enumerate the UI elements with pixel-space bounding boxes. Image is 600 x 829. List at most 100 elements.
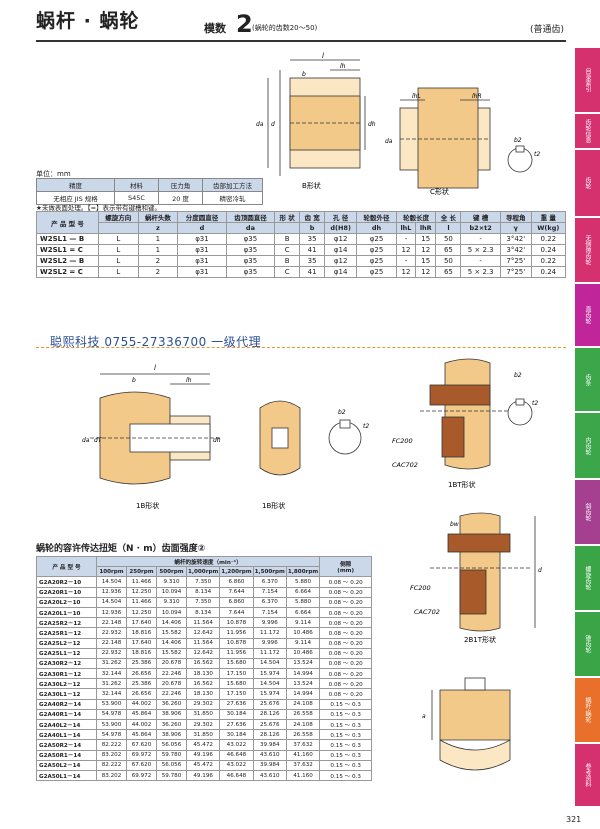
spec-value-cell: 20 度 [158,191,203,205]
svg-text:d: d [271,121,275,128]
torque-cell: 83.202 [96,749,127,761]
symbol-header: b2×t2 [460,222,501,234]
table-cell: 12 [415,266,437,278]
torque-cell: 0.08 ～ 0.20 [319,637,373,649]
fc200-label-2: FC200 [410,584,431,592]
torque-cell: 31.262 [96,678,127,690]
torque-cell: 7.350 [185,596,221,608]
wheel-end-view-drawing: a [422,677,511,771]
table-cell: L [98,233,139,245]
torque-cell: 26.558 [285,729,321,741]
1bt-shape-label: 1BT形状 [448,480,476,489]
svg-text:dT: dT [94,437,103,444]
table-cell: 12 [395,266,417,278]
b-c-shape-drawing: l lh b da d dh B形状 lhL lhR b2 t2 da C形状 [256,52,540,196]
table-cell: 7°25' [499,266,532,278]
table-cell: 35 [299,233,326,245]
side-tab[interactable]: 锥齿轮 [575,612,600,676]
torque-cell: 18.130 [185,668,221,680]
table-cell: φ35 [225,244,276,256]
torque-cell: 43.610 [252,749,287,761]
torque-cell: 0.15 ～ 0.3 [319,698,373,710]
side-tab[interactable]: 目录索引 [575,48,600,112]
torque-cell: 12.642 [185,627,221,639]
torque-cell: 7.154 [252,606,287,619]
side-tab[interactable]: 斜齿轮 [575,480,600,544]
torque-product-code: G2A30R1－12 [36,668,97,680]
torque-cell: 17.150 [219,688,254,700]
torque-cell: 0.08 ～ 0.20 [319,657,373,670]
spec-header-cell: 齿部加工方法 [202,178,263,192]
torque-cell: 69.972 [126,769,157,782]
table-cell: φ35 [225,233,276,245]
torque-cell: 31.850 [185,708,221,721]
svg-text:bw: bw [450,521,459,528]
torque-cell: 16.562 [185,678,221,690]
1b-shape-label: 1B形状 [136,501,159,510]
torque-product-code: G2A20R1－10 [36,586,97,598]
col-header: 齿顶圆直径 [225,211,276,223]
torque-product-code: G2A30L2－12 [36,678,97,690]
torque-cell: 14.504 [96,576,127,588]
side-tab[interactable]: 蜗杆·蜗轮 [575,678,600,742]
product-code: W2SL2 — B [36,255,99,267]
side-tab[interactable]: 齿条 [575,348,600,411]
module-label: 模数 [204,22,226,35]
fc200-label: FC200 [392,437,413,445]
table-cell: 3°42' [499,244,532,256]
torque-cell: 15.680 [219,657,254,670]
svg-text:lh: lh [186,377,192,384]
svg-text:l: l [322,52,324,60]
torque-cell: 0.15 ～ 0.3 [319,718,373,731]
svg-text:da: da [256,121,264,128]
side-tab[interactable]: 直齿轮 [575,284,600,346]
torque-cell: 45.864 [126,729,157,741]
side-tab[interactable]: 齿轮信息 [575,114,600,148]
table-cell: φ25 [356,233,397,245]
svg-text:lh: lh [340,63,346,70]
speed-header: 蜗杆的旋转速度（min⁻¹） [95,555,321,568]
torque-cell: 44.002 [126,718,157,731]
torque-cell: 28.126 [252,729,287,741]
side-tab[interactable]: 无侧隙齿轮 [575,218,600,282]
torque-cell: 37.632 [285,759,321,771]
torque-cell: 0.15 ～ 0.3 [319,729,373,741]
torque-cell: 44.002 [126,698,157,710]
torque-cell: 26.558 [285,708,321,721]
cac702-label: CAC702 [392,461,418,469]
side-tab[interactable]: 齿轮 [575,150,600,216]
svg-text:b: b [132,377,136,384]
speed-col-header: 1,800rpm [285,566,321,578]
table-cell: 7°25' [499,255,532,267]
torque-cell: 9.996 [252,637,287,649]
table-cell: L [98,266,139,278]
backlash-title: 侧隙 [340,561,352,568]
torque-cell: 32.144 [96,688,127,700]
side-tab[interactable]: 内齿轮 [575,413,600,478]
side-tab[interactable]: 参考资料 [575,744,600,806]
torque-product-code: G2A20L1－10 [36,606,97,619]
torque-product-code: G2A20L2－10 [36,596,97,608]
torque-cell: 10.486 [285,627,321,639]
torque-cell: 0.15 ～ 0.3 [319,759,373,771]
torque-cell: 67.620 [126,739,157,751]
torque-cell: 46.648 [219,769,254,782]
torque-cell: 9.114 [285,637,321,649]
torque-cell: 82.222 [96,759,127,771]
torque-cell: 13.524 [285,678,321,690]
1b-shape-drawing: l lh b da dT dh b2 t2 1B形状 1B形状 [82,364,369,510]
torque-cell: 25.386 [126,678,157,690]
symbol-header: d [177,222,227,234]
side-tab[interactable]: 螺旋齿轮 [575,546,600,610]
table-cell: φ25 [356,255,397,267]
